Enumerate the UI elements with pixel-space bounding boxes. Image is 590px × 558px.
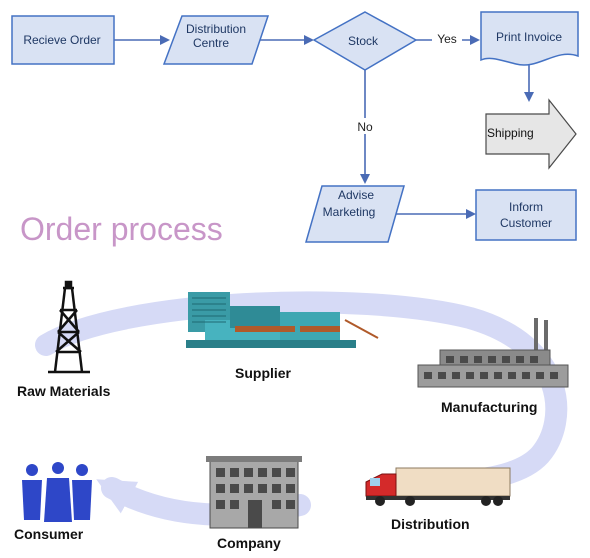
node-distribution-centre: Distribution Centre [162,15,270,65]
node-advise-marketing: Advise Marketing [305,185,405,243]
label-raw-materials: Raw Materials [17,383,111,399]
title: Order process [20,211,223,247]
edge-label-no-group: No [353,118,377,134]
label-manufacturing: Manufacturing [441,399,537,415]
label-company: Company [217,535,281,551]
people-icon [22,462,92,522]
label-supplier: Supplier [235,365,292,381]
edge-label-yes: Yes [437,32,457,46]
office-building-icon [206,456,302,529]
node-distribution-centre-line1: Distribution [186,22,246,36]
node-shipping-label: Shipping [487,126,534,140]
node-receive-order: Recieve Order [11,15,115,65]
node-stock-label: Stock [348,34,379,48]
node-advise-marketing-line1: Advise [338,188,374,202]
label-distribution: Distribution [391,516,470,532]
node-advise-marketing-line2: Marketing [323,205,376,219]
node-stock: Stock [312,11,418,71]
node-receive-order-label: Recieve Order [23,33,100,47]
edge-label-yes-group: Yes [432,30,462,46]
factory-icon [417,318,569,388]
node-print-invoice: Print Invoice [480,11,579,66]
node-print-invoice-label: Print Invoice [496,30,562,44]
node-distribution-centre-line2: Centre [193,36,229,50]
label-consumer: Consumer [14,526,84,542]
node-inform-customer-line1: Inform [509,200,543,214]
node-inform-customer-line2: Customer [500,216,552,230]
node-inform-customer: Inform Customer [475,189,577,241]
power-plant-icon [186,292,379,348]
truck-icon [365,467,511,506]
oil-derrick-icon [48,280,90,374]
node-shipping: Shipping [485,98,577,170]
edge-label-no: No [357,120,373,134]
